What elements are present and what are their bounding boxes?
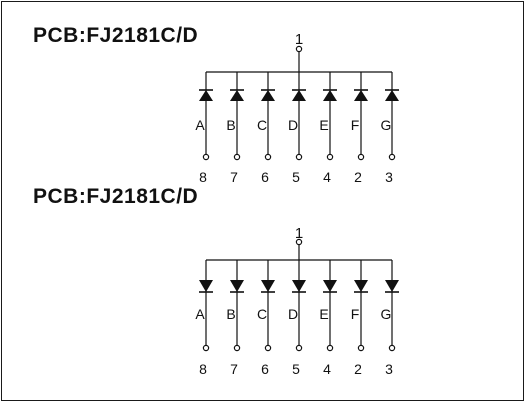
- diagram-1-segment-g-pin-terminal: [388, 153, 396, 161]
- diagram-2-segment-g-label: G: [381, 306, 392, 322]
- diagram-2-common-pin-label: 1: [295, 225, 303, 242]
- diagram-1-segment-g-label: G: [381, 117, 392, 133]
- diagram-2-segment-g-diode-icon: [385, 280, 399, 292]
- diagram-2-segment-e-label: E: [319, 306, 328, 322]
- diagram-2-segment-e-diode-icon: [323, 280, 337, 292]
- diagram-1-segment-b-label: B: [226, 117, 235, 133]
- diagram-1-common-pin-label: 1: [295, 31, 303, 48]
- diagram-1-segment-c-diode-icon: [261, 90, 275, 101]
- diagram-2-segment-c-diode-icon: [261, 280, 275, 292]
- diagram-2-segment-f-pin-number: 2: [354, 361, 362, 377]
- diagram-1-segment-f-label: F: [351, 117, 360, 133]
- diagram-2-segment-e-pin-number: 4: [323, 361, 331, 377]
- diagram-2-segment-a-pin-terminal: [202, 344, 210, 352]
- diagram-1-common-pin-terminal: [295, 45, 303, 53]
- diagram-2-segment-g-pin-number: 3: [385, 361, 393, 377]
- diagram-1-segment-b-pin-terminal: [233, 153, 241, 161]
- diagram-2-segment-f-pin-terminal: [357, 344, 365, 352]
- diagram-2-segment-g-pin-terminal: [388, 344, 396, 352]
- diagram-2-common-pin-terminal: [295, 238, 303, 246]
- diagram-2-segment-a-label: A: [195, 306, 205, 322]
- diagram-1-segment-f-diode-icon: [354, 90, 368, 101]
- diagram-1-segment-e-diode-icon: [323, 90, 337, 101]
- diagram-2-segment-c-label: C: [257, 306, 267, 322]
- diagram-1-segment-e-pin-terminal: [326, 153, 334, 161]
- diagram-2-segment-a-diode-icon: [199, 280, 213, 292]
- diagram-1-segment-c-pin-terminal: [264, 153, 272, 161]
- diagram-1-segment-g-pin-number: 3: [385, 169, 393, 185]
- diagram-1-segment-f-pin-number: 2: [354, 169, 362, 185]
- diagram-1-segment-f-pin-terminal: [357, 153, 365, 161]
- diagram-1-segment-c-pin-number: 6: [261, 169, 269, 185]
- diagram-1-segment-g-diode-icon: [385, 90, 399, 101]
- diagram-1-segment-d-pin-number: 5: [292, 169, 300, 185]
- diagram-2-segment-c-pin-number: 6: [261, 361, 269, 377]
- diagram-1-segment-a-diode-icon: [199, 90, 213, 101]
- diagram-2-segment-b-pin-terminal: [233, 344, 241, 352]
- diagram-2-segment-d-pin-number: 5: [292, 361, 300, 377]
- diagram-1-segment-a-pin-number: 8: [199, 169, 207, 185]
- diagram-1-segment-b-diode-icon: [230, 90, 244, 101]
- diagram-1-segment-d-pin-terminal: [295, 153, 303, 161]
- diagram-2-segment-d-label: D: [288, 306, 298, 322]
- diagram-2-segment-b-label: B: [226, 306, 235, 322]
- diagram-title-top: PCB:FJ2181C/D: [33, 24, 199, 47]
- diagram-1-segment-d-label: D: [288, 117, 298, 133]
- diagram-2-segment-b-diode-icon: [230, 280, 244, 292]
- diagram-2-segment-d-pin-terminal: [295, 344, 303, 352]
- diagram-1-segment-a-pin-terminal: [202, 153, 210, 161]
- diagram-2-segment-e-pin-terminal: [326, 344, 334, 352]
- diagram-1-segment-e-pin-number: 4: [323, 169, 331, 185]
- diagram-2-segment-b-pin-number: 7: [230, 361, 238, 377]
- diagram-2-segment-f-label: F: [351, 306, 360, 322]
- diagram-2-segment-a-pin-number: 8: [199, 361, 207, 377]
- diagram-title-bottom: PCB:FJ2181C/D: [33, 185, 199, 208]
- diagram-1-segment-e-label: E: [319, 117, 328, 133]
- diagram-1-segment-c-label: C: [257, 117, 267, 133]
- diagram-2-segment-f-diode-icon: [354, 280, 368, 292]
- diagram-2-segment-c-pin-terminal: [264, 344, 272, 352]
- diagram-1-segment-a-label: A: [195, 117, 205, 133]
- diagram-1-segment-d-diode-icon: [292, 90, 306, 101]
- diagram-1-segment-b-pin-number: 7: [230, 169, 238, 185]
- diagram-2-segment-d-diode-icon: [292, 280, 306, 292]
